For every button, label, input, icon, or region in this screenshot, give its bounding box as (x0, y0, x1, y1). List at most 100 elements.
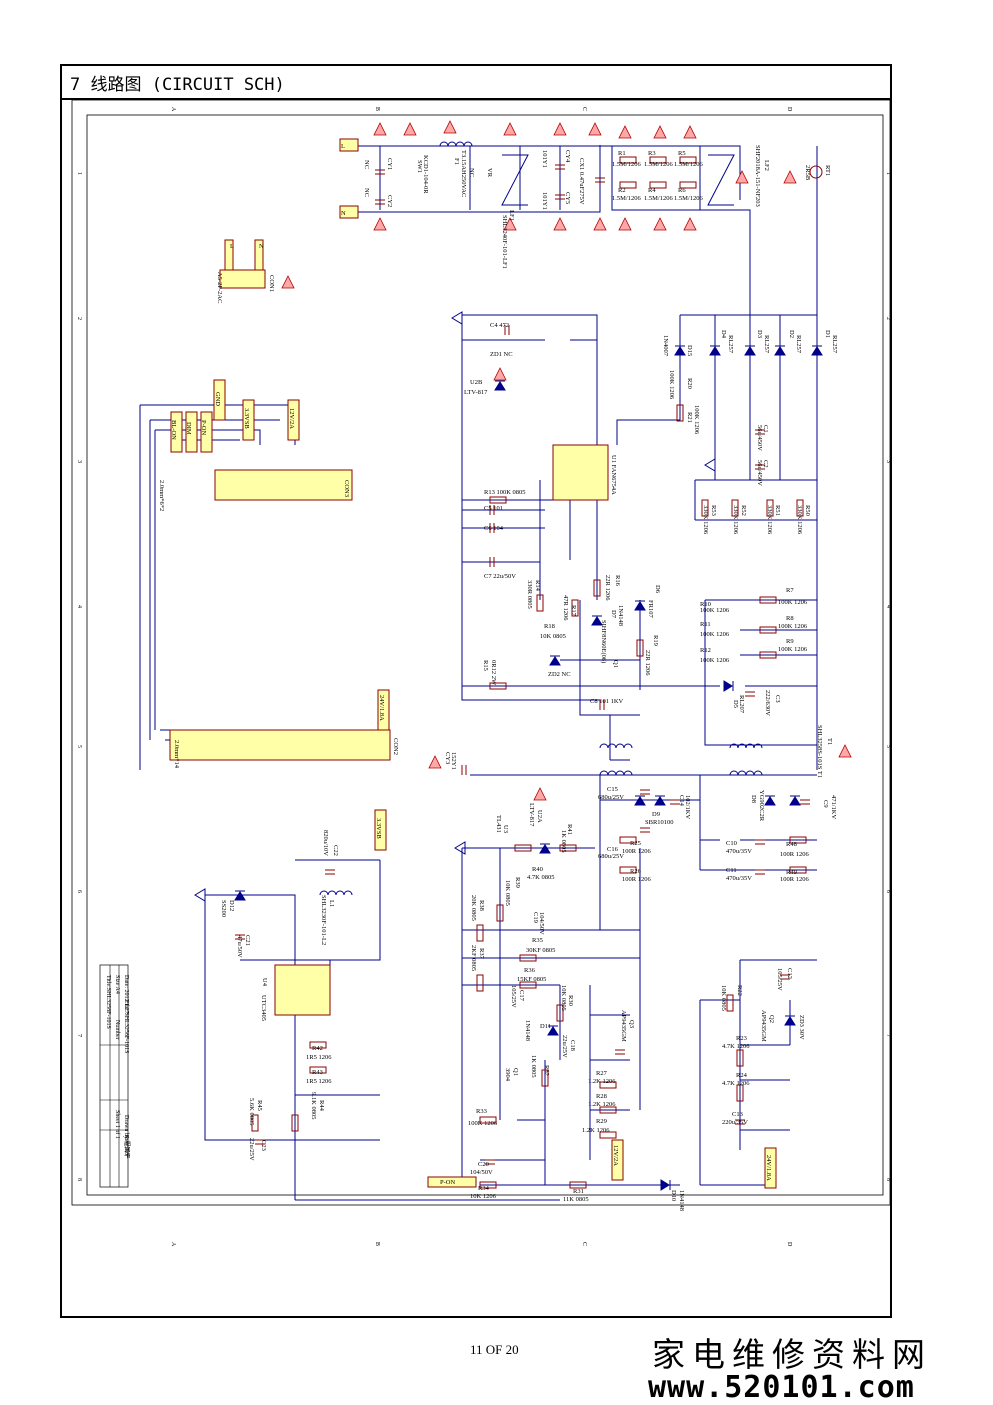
label-r42v: 1R5 1206 (306, 1054, 332, 1061)
c23 (255, 1139, 265, 1145)
label-r1v: 1.5M/1206 (612, 161, 641, 168)
label-r11v: 100K 1206 (700, 631, 730, 638)
r7 (759, 596, 777, 604)
r33 (479, 1116, 497, 1124)
r6 (679, 181, 697, 189)
label-r24: R24 (736, 1072, 748, 1079)
label-c20: C20 (478, 1161, 489, 1168)
label-d6v: FR107 (647, 600, 654, 618)
label-q1bv: 3904 (504, 1068, 511, 1082)
label-r45v: 5.6K 0805 (248, 1098, 255, 1125)
label-c16v: 680u/25V (598, 853, 624, 860)
warning-triangle-icon (588, 122, 602, 136)
label-c19v: 104/50V (538, 912, 545, 935)
wire-23 (704, 660, 817, 746)
label-q1b: Q1 (512, 1068, 519, 1076)
grid-col-B: B (374, 107, 380, 111)
label-r16v: 22R 1206 (604, 575, 611, 601)
grid-row-4: 4 (76, 605, 82, 608)
c16 (640, 827, 650, 833)
warning-triangle-icon (503, 122, 517, 136)
wire-11 (616, 315, 681, 445)
label-r26v: 100R 1206 (622, 876, 651, 883)
label-r41: R41 (566, 824, 573, 835)
label-c10: C10 (726, 840, 737, 847)
label-r7: R7 (786, 587, 794, 594)
r13 (489, 496, 507, 504)
label-q3v: AP9435GM (620, 1010, 627, 1042)
con1-connector (219, 269, 266, 289)
warning-triangle-icon (653, 125, 667, 139)
label-d5: D5 (732, 700, 739, 708)
grid-row-1: 1 (885, 172, 891, 175)
label-t1: T1 (826, 738, 833, 745)
label-r6v: 1.5M/1206 (674, 195, 703, 202)
label-vr: VR (486, 168, 493, 178)
label-u1: U1 FAN6754A (610, 455, 617, 495)
label-r38v: 20K 0805 (470, 895, 477, 921)
c20 (485, 1159, 495, 1165)
label-r35: R35 (532, 937, 543, 944)
label-d12v: SS200 (220, 900, 227, 917)
label-c12v: 105/25V (776, 968, 783, 991)
r41 (559, 844, 577, 852)
grid-row-6: 6 (885, 890, 891, 893)
label-r20v: 100K 1206 (668, 370, 675, 400)
grid-col-D: D (786, 107, 792, 112)
label-r21v: 100K 1206 (693, 405, 700, 435)
label-u3: U3 (502, 825, 509, 833)
label-c13: C13 (732, 1111, 743, 1118)
label-r44v: 9.1K 0805 (310, 1092, 317, 1119)
r15 (489, 682, 507, 690)
warning-triangle-icon (735, 170, 749, 184)
label-r52v: 330K 1206 (732, 505, 739, 535)
r38 (476, 924, 484, 942)
label-c1: C1 (762, 425, 769, 433)
label-gnd: GND (214, 392, 221, 406)
label-r51: R51 (774, 505, 781, 516)
d10 (660, 1179, 671, 1191)
label-d7v: 1N4148 (617, 605, 624, 626)
r23 (736, 1049, 744, 1067)
label-d7: D7 (610, 610, 617, 619)
label-r32: R32 (543, 1065, 550, 1076)
t1-primary (599, 743, 633, 749)
r30 (556, 1004, 564, 1022)
label-v33: 3.3VSB (243, 408, 250, 429)
label-d3v: RL257 (763, 335, 770, 354)
v33b-flag (374, 809, 387, 851)
label-rt1v: 2R5B (804, 165, 811, 181)
label-c19: C19 (532, 912, 539, 923)
label-d2v: RL257 (795, 335, 802, 354)
label-d4: D4 (720, 330, 727, 339)
v12-flag (287, 399, 300, 441)
label-r49v: 100R 1206 (780, 876, 809, 883)
watermark-chinese: 家电维修资料网 (652, 1335, 932, 1374)
r50 (796, 499, 804, 517)
label-d15: D15 (686, 345, 693, 356)
d8a (764, 795, 776, 806)
d8b (789, 795, 801, 806)
label-r9: R9 (786, 638, 794, 645)
dim-flag (185, 411, 198, 453)
label-c13v: 220u/35V (722, 1119, 748, 1126)
label-r2v: 1.5M/1206 (612, 195, 641, 202)
label-r19: R19 (652, 635, 659, 646)
label-c18: C18 (569, 1040, 576, 1051)
label-r1: R1 (618, 150, 626, 157)
warning-triangle-icon (593, 217, 607, 231)
c18 (615, 1049, 625, 1055)
label-r22: R22 (736, 985, 743, 996)
grid-row-1: 1 (76, 172, 82, 175)
label-r42: R42 (312, 1045, 323, 1052)
label-l: L (341, 143, 345, 150)
title-block-title: Title:SHL3258F-101S (105, 975, 111, 1029)
c1 (755, 429, 765, 435)
label-r9v: 100K 1206 (778, 646, 808, 653)
title-block-size: Size A4 (114, 975, 120, 994)
u4-ic (274, 964, 331, 1016)
label-r26: R26 (630, 868, 642, 875)
grid-row-3: 3 (885, 460, 891, 463)
d3 (744, 345, 756, 356)
con1-pin-1 (254, 239, 264, 271)
